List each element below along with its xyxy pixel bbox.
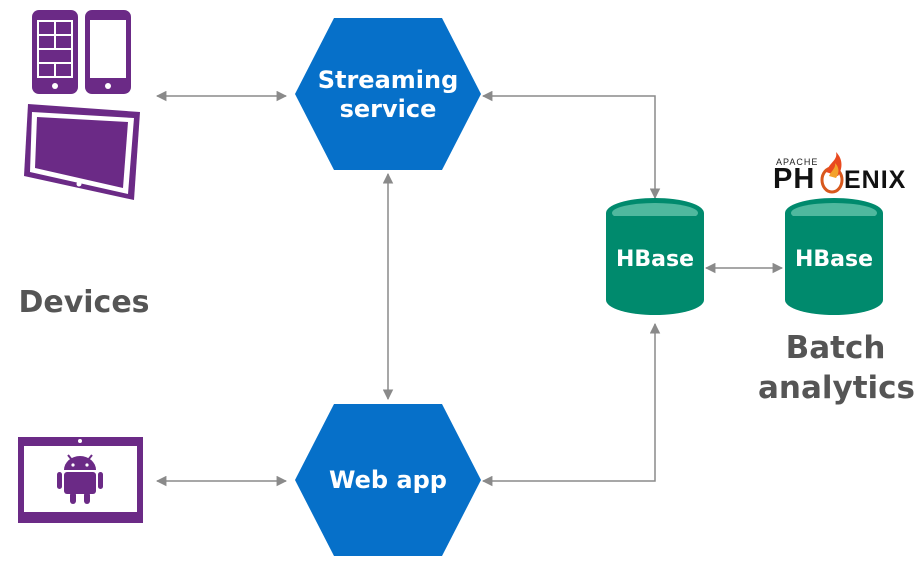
streaming-service-label-line1: Streaming — [317, 66, 459, 94]
streaming-service-label: Streaming service — [300, 66, 476, 124]
phoenix-flame-icon — [820, 152, 844, 194]
phoenix-logo-name-left: PH — [773, 163, 816, 195]
android-robot-icon — [57, 454, 103, 504]
windows-phone-icon — [32, 10, 78, 94]
hbase-batch-label: HBase — [794, 247, 874, 272]
streaming-service-label-line2: service — [339, 95, 437, 123]
web-app-label: Web app — [329, 466, 447, 494]
arrow-webapp-hbase — [481, 322, 661, 487]
web-app-hexagon — [295, 404, 481, 556]
batch-analytics-line1: Batch — [785, 330, 886, 366]
android-tablet-icon — [18, 437, 143, 523]
hbase-primary-label: HBase — [615, 247, 695, 272]
devices-label: Devices — [18, 285, 150, 320]
hbase-primary-cylinder — [606, 198, 704, 315]
phoenix-logo-name-right: ENIX — [844, 166, 907, 194]
hbase-batch-cylinder — [785, 198, 883, 315]
phoenix-logo-apache: APACHE — [776, 157, 819, 167]
tablet-icon — [24, 104, 140, 200]
batch-analytics-label: Batch analytics — [758, 328, 916, 408]
smartphone-icon — [85, 10, 131, 94]
arrow-streaming-hbase — [481, 90, 661, 200]
streaming-service-hexagon — [295, 18, 481, 170]
batch-analytics-line2: analytics — [758, 370, 916, 406]
